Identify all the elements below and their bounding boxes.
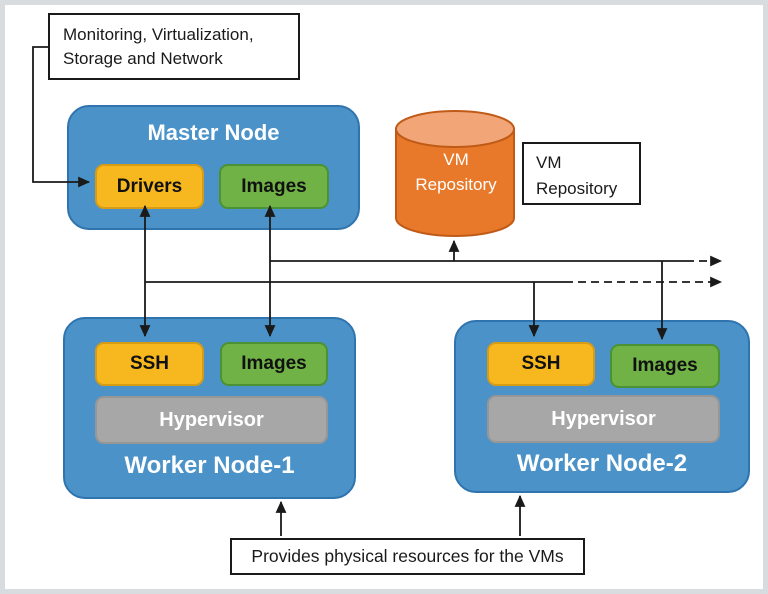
connector-arrows (32, 46, 723, 536)
worker1-ssh-label: SSH (129, 353, 170, 374)
master-images-chip: Images (219, 164, 329, 209)
worker1-hypervisor-bar: Hypervisor (95, 396, 328, 444)
worker2-title: Worker Node-2 (516, 450, 688, 477)
worker2-hypervisor-label: Hypervisor (551, 407, 656, 430)
worker1-title: Worker Node-1 (124, 452, 295, 479)
master-drivers-chip: Drivers (95, 164, 204, 209)
worker1-ssh-chip: SSH (95, 342, 204, 386)
monitoring-label-box: Monitoring, Virtualization, Storage and … (48, 13, 300, 80)
worker2-ssh-chip: SSH (487, 342, 595, 386)
worker2-ssh-label: SSH (521, 353, 561, 374)
vm-repository-label-box: VM Repository (522, 142, 641, 205)
master-node: Master Node Drivers Images (67, 105, 360, 230)
vm-repository-cylinder-label: VM Repository (415, 150, 497, 194)
worker1-images-chip: Images (220, 342, 328, 386)
vm-repository-cylinder (395, 110, 515, 237)
provides-label-box: Provides physical resources for the VMs (230, 538, 585, 575)
master-drivers-label: Drivers (116, 175, 183, 197)
worker1-hypervisor-label: Hypervisor (159, 408, 264, 431)
master-node-title: Master Node (147, 120, 280, 145)
worker2-images-label: Images (632, 355, 698, 376)
master-images-label: Images (241, 175, 307, 197)
worker2-hypervisor-bar: Hypervisor (487, 395, 720, 443)
worker2-images-chip: Images (610, 344, 720, 388)
worker-node-2: SSH Images Hypervisor Worker Node-2 (454, 320, 750, 493)
worker1-images-label: Images (241, 353, 307, 374)
worker-node-1: SSH Images Hypervisor Worker Node-1 (63, 317, 356, 499)
